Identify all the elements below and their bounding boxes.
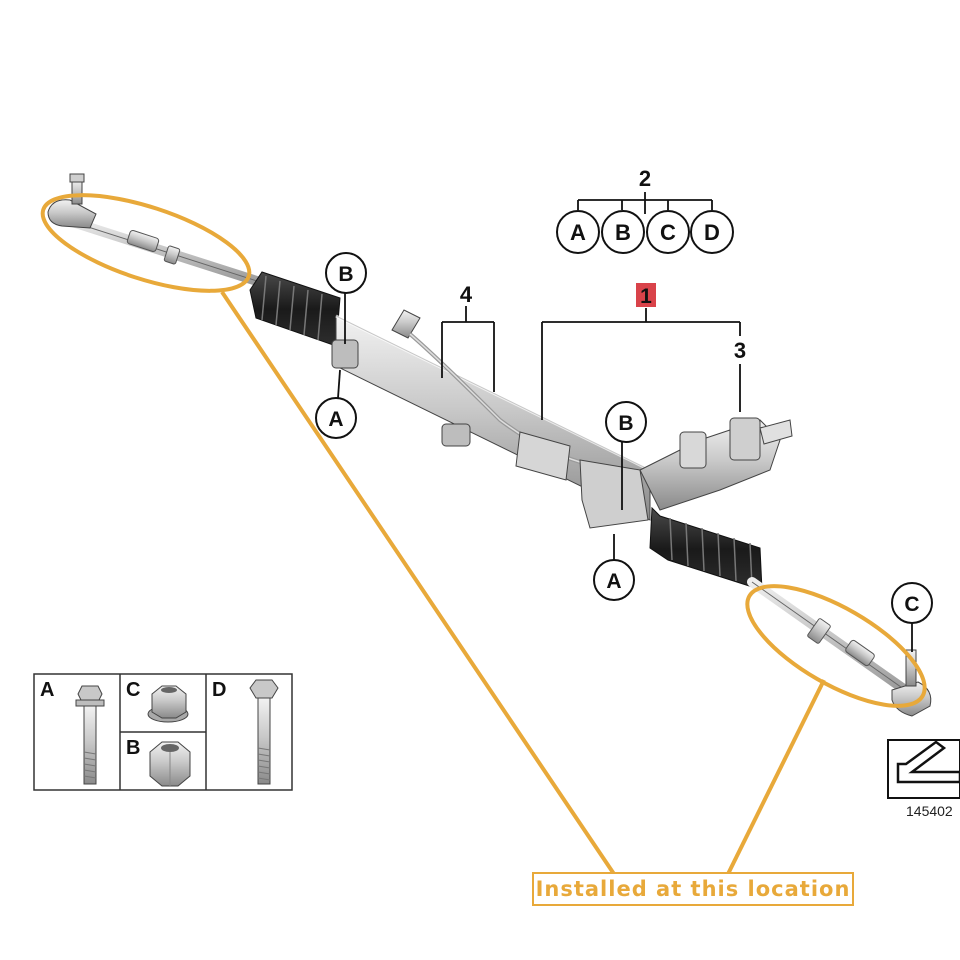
- table-label-d: D: [212, 679, 226, 701]
- left-boot: [249, 271, 341, 347]
- left-tie-rod: [47, 173, 265, 287]
- table-label-a: A: [40, 679, 54, 701]
- rack-callout-b-left: B: [338, 263, 353, 286]
- kit-label-a: A: [570, 220, 586, 245]
- diagram-symbol-box: [887, 739, 960, 799]
- callout-1-badge: [636, 283, 656, 307]
- callout-2: 2: [639, 166, 651, 191]
- installed-location-label: Installed at this location: [532, 872, 854, 906]
- rack-callout-a-right: A: [606, 570, 621, 593]
- callout-1: 1: [640, 285, 652, 308]
- bolt-a-icon: [75, 685, 105, 785]
- hardware-table: [33, 673, 293, 791]
- table-label-b: B: [126, 737, 140, 759]
- table-label-c: C: [126, 679, 140, 701]
- highlight-leader-lines: [220, 290, 826, 876]
- steering-valve: [639, 417, 793, 511]
- hex-nut-b-icon: [149, 741, 191, 787]
- tie-rod-callout-c: C: [904, 593, 919, 616]
- callout-3: 3: [734, 338, 746, 363]
- right-boot: [649, 506, 763, 591]
- diagram-id: 145402: [906, 803, 953, 819]
- callout-4: 4: [460, 282, 473, 307]
- kit-label-b: B: [615, 220, 631, 245]
- kit-label-c: C: [660, 220, 676, 245]
- rack-callout-circles: [315, 252, 933, 624]
- right-highlight-ellipse: [745, 584, 927, 708]
- rack-callout-b-right: B: [618, 412, 633, 435]
- kit-circles: [556, 210, 734, 254]
- right-tie-rod: [747, 577, 932, 717]
- rack-callout-a-left: A: [328, 408, 343, 431]
- left-highlight-ellipse: [40, 193, 252, 293]
- rack-housing: [331, 309, 651, 529]
- flange-nut-c-icon: [147, 685, 189, 723]
- bolt-d-icon: [249, 679, 279, 785]
- callout-leader-lines: [337, 192, 913, 652]
- kit-label-d: D: [704, 220, 720, 245]
